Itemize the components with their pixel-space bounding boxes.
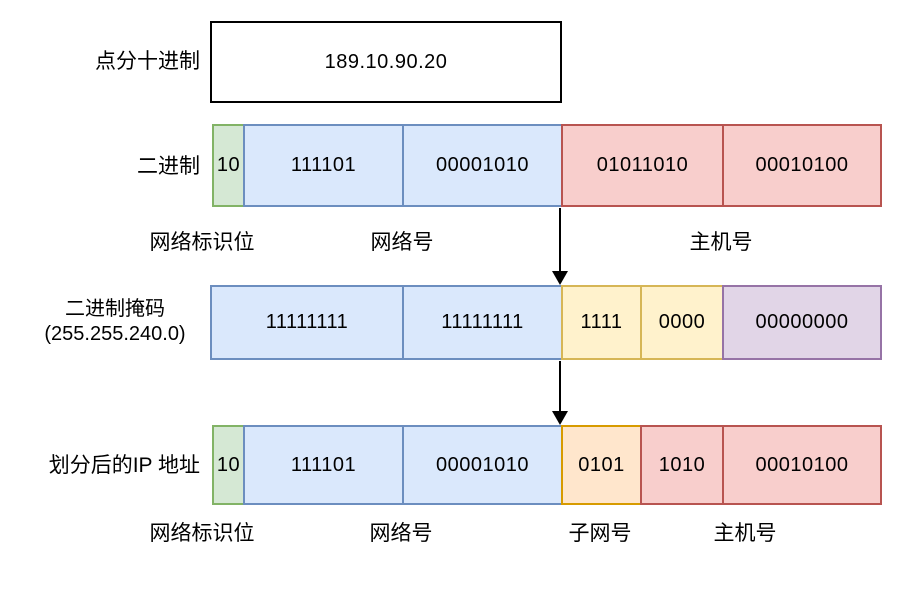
binary-host-cell: 00010100 <box>722 124 882 207</box>
down-arrow-shaft <box>559 361 561 411</box>
caption-network-id-bits: 网络标识位 <box>149 231 255 254</box>
binary-network-id-cell: 10 <box>212 124 245 207</box>
divided-ip-row: 10 111101 00001010 0101 1010 00010100 <box>212 425 882 505</box>
caption-network-id-bits: 网络标识位 <box>149 522 255 545</box>
down-arrow-shaft <box>559 208 561 271</box>
dotted-decimal-label: 点分十进制 <box>95 50 200 73</box>
divided-ip-label: 划分后的IP 地址 <box>48 454 200 477</box>
divided-host-cell: 00010100 <box>722 425 882 505</box>
binary-label: 二进制 <box>137 155 200 178</box>
mask-label: 二进制掩码 (255.255.240.0) <box>15 297 215 347</box>
mask-subnet-cell: 1111 <box>561 285 642 360</box>
caption-network-number: 网络号 <box>370 231 434 254</box>
caption-network-number: 网络号 <box>369 522 433 545</box>
binary-host-cell: 01011010 <box>561 124 724 207</box>
divided-network-cell: 00001010 <box>402 425 563 505</box>
mask-network-cell: 11111111 <box>210 285 404 360</box>
caption-host-number: 主机号 <box>713 522 777 545</box>
mask-host-cell: 00000000 <box>722 285 882 360</box>
divided-network-cell: 111101 <box>243 425 404 505</box>
binary-network-cell: 00001010 <box>402 124 563 207</box>
caption-host-number: 主机号 <box>689 231 753 254</box>
divided-network-id-cell: 10 <box>212 425 245 505</box>
mask-subnet-cell: 0000 <box>640 285 724 360</box>
mask-label-line1: 二进制掩码 <box>65 298 165 320</box>
down-arrow-head-icon <box>552 411 568 425</box>
caption-subnet-number: 子网号 <box>568 522 632 545</box>
dotted-decimal-box: 189.10.90.20 <box>210 21 562 103</box>
mask-label-line2: (255.255.240.0) <box>44 323 186 345</box>
down-arrow-head-icon <box>552 271 568 285</box>
mask-network-cell: 11111111 <box>402 285 563 360</box>
divided-host-cell: 1010 <box>640 425 724 505</box>
mask-row: 11111111 11111111 1111 0000 00000000 <box>210 285 882 360</box>
binary-network-cell: 111101 <box>243 124 404 207</box>
divided-subnet-cell: 0101 <box>561 425 642 505</box>
binary-row: 10 111101 00001010 01011010 00010100 <box>212 124 882 207</box>
